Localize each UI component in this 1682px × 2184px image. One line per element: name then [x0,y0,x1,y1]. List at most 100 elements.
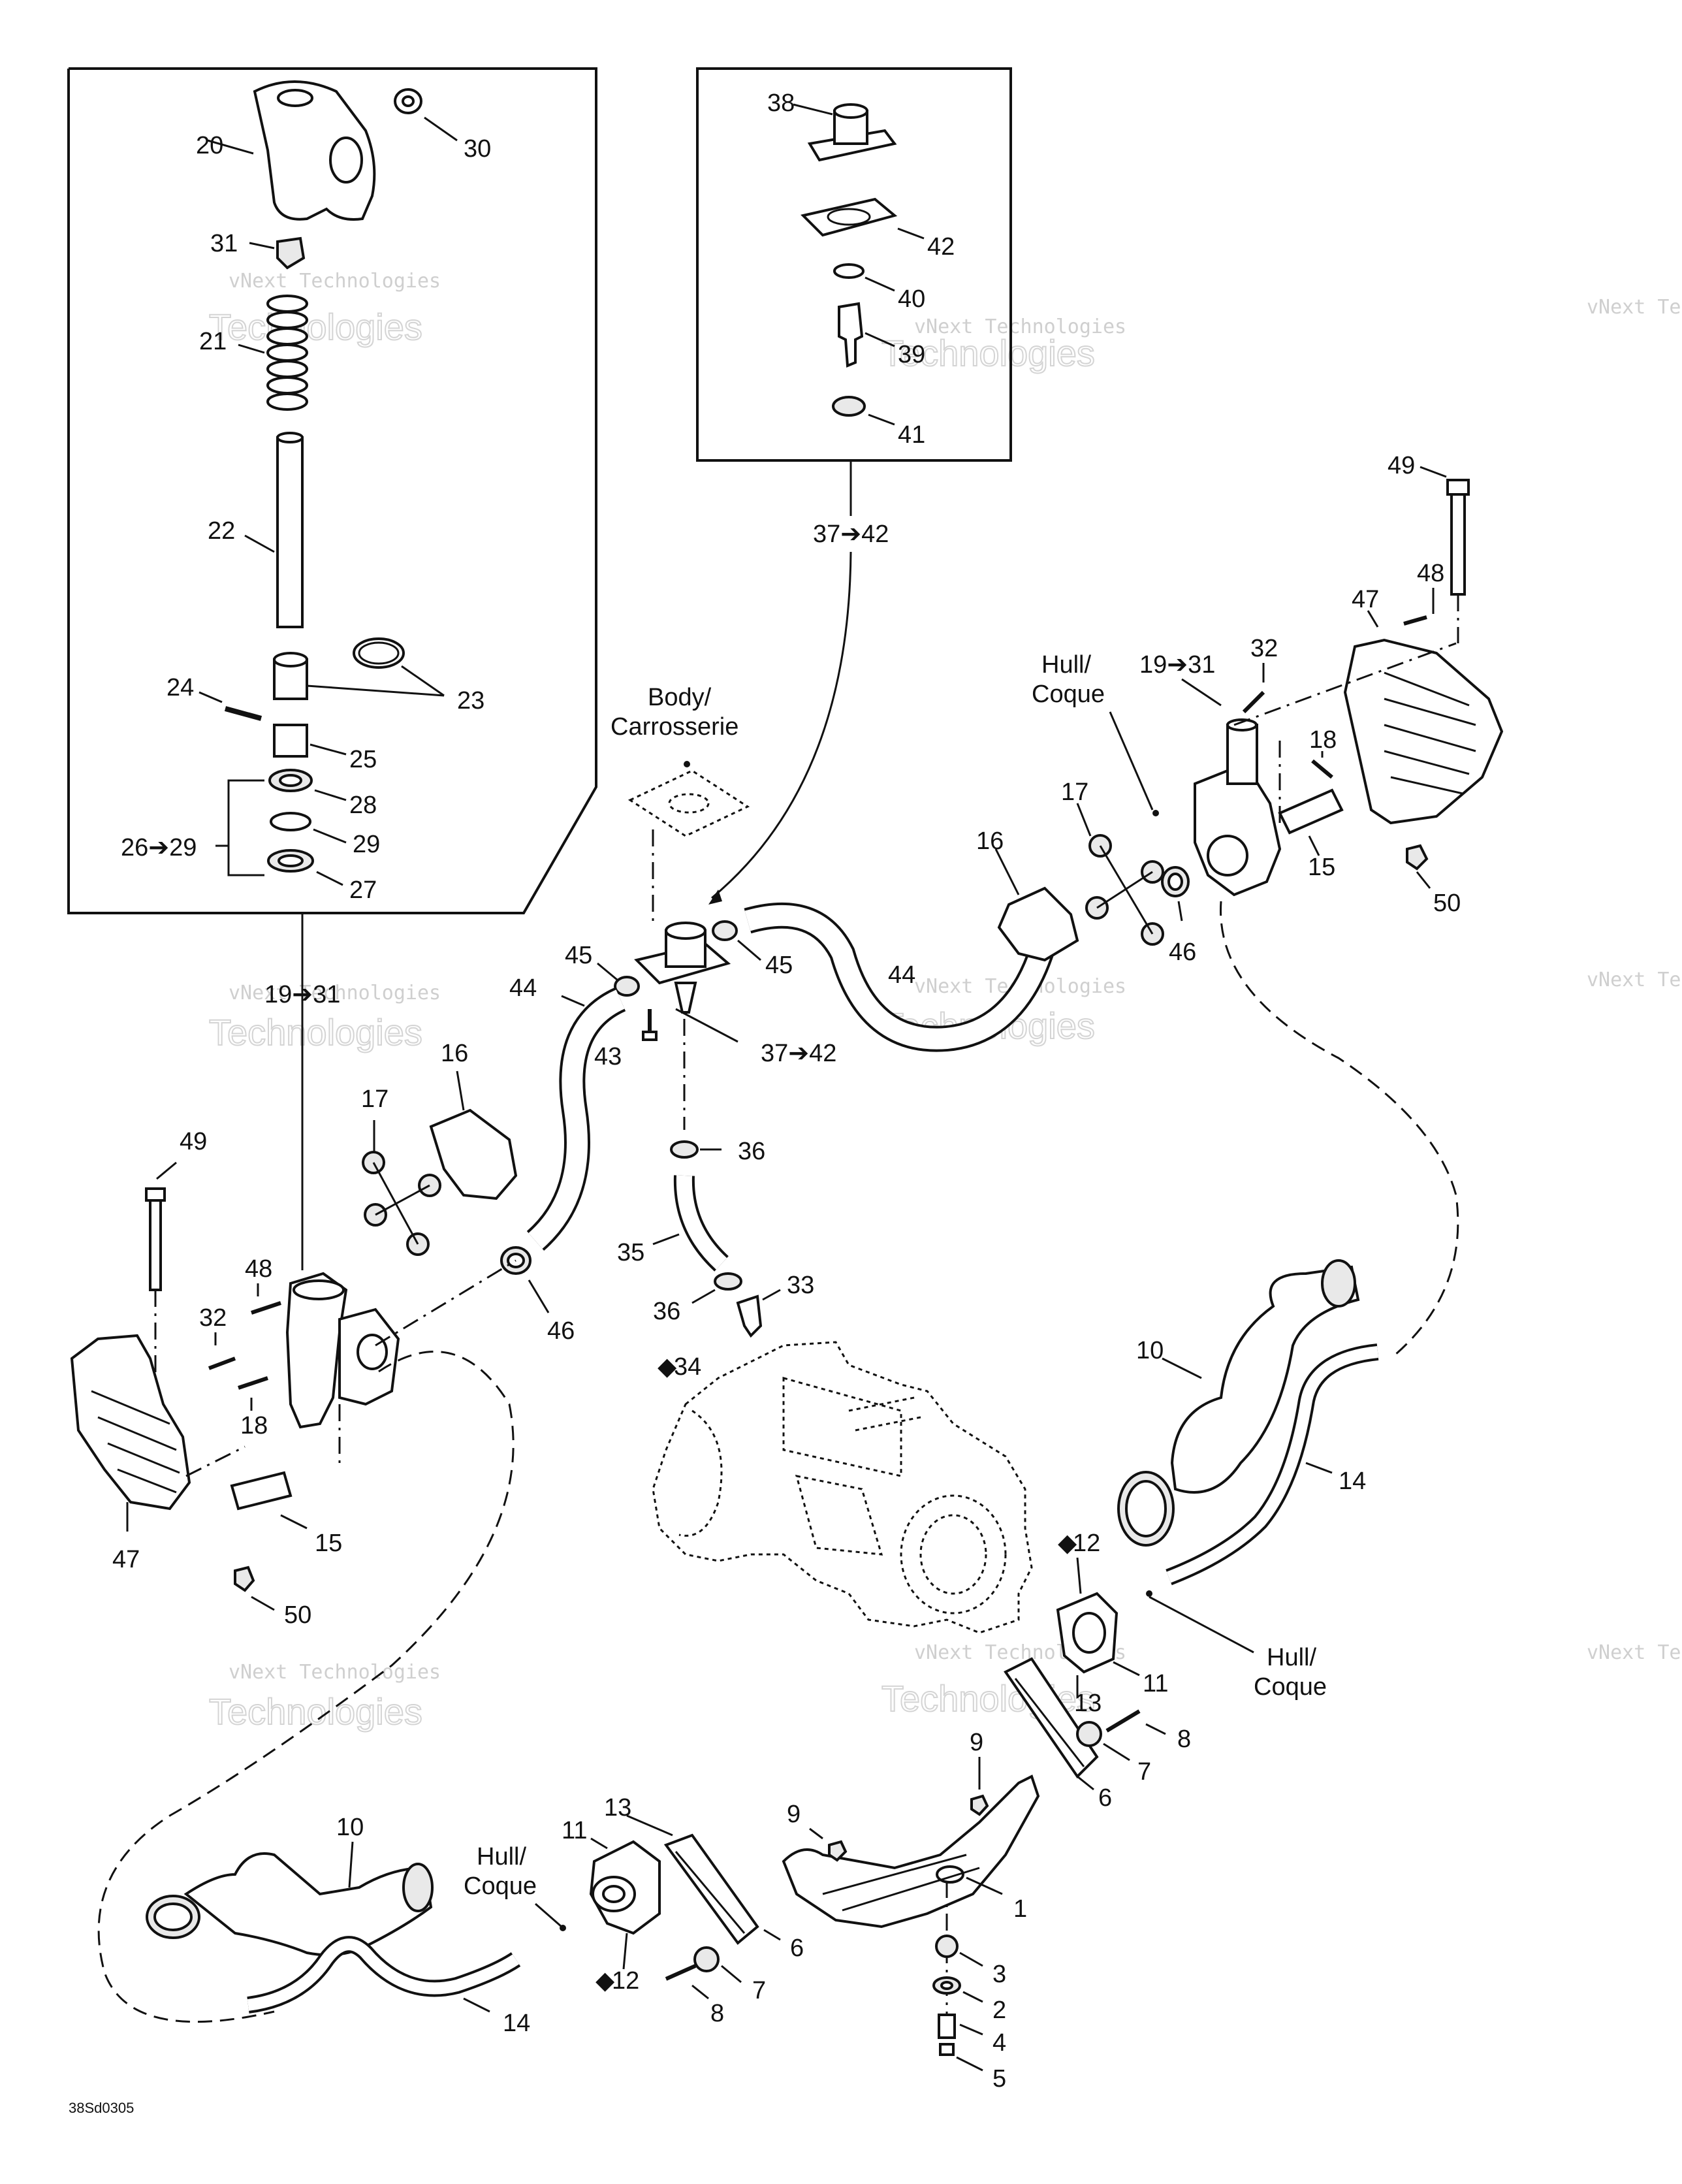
housing-bore [277,89,313,107]
callout-5: 5 [992,2065,1006,2093]
nut-9-left [828,1840,848,1862]
column-housing-20 [253,80,376,221]
callout-20: 20 [196,132,223,159]
fitting-45-right [712,920,738,941]
callout-18-left: 18 [240,1412,268,1439]
callout-32-right: 32 [1250,635,1278,662]
callout-21: 21 [199,328,227,355]
watermark: vNext Technologies [1587,969,1682,991]
housing-port [329,136,363,184]
callout-13-right: 13 [1074,1690,1102,1717]
watermark: vNext Technologies [914,315,1126,338]
callout-19-31-right: 19➔31 [1139,651,1215,679]
callout-14-left: 14 [503,2010,530,2037]
watermark: vNext Technologies [1587,296,1682,319]
hose-10-right [1170,1265,1360,1494]
body-plate [627,769,750,837]
callout-24: 24 [167,674,194,701]
watermark-large: Technologies [209,1012,422,1053]
seal-41 [832,396,866,417]
leader-37-42 [711,551,852,899]
callout-34: 34 [674,1353,701,1381]
shaft-15-left [230,1471,293,1511]
bushings-17-right [1085,834,1164,946]
hull-label-1-line1: Hull/ [1041,651,1091,679]
arm-6-left [663,1833,759,1945]
arm-16-right [997,886,1079,962]
figure-code: 38Sd0305 [69,2100,134,2116]
callout-39: 39 [898,341,925,368]
hull-label-1-line2: Coque [1032,681,1105,708]
pressure-switch-assembly [634,922,731,1014]
callout-35: 35 [617,1239,644,1266]
hull-label-3-line2: Coque [464,1872,537,1900]
bolt-32-left [208,1357,236,1370]
watermark: vNext Technologies [1587,1641,1682,1664]
bushing-3 [935,1935,959,1958]
callout-31: 31 [210,230,238,257]
callout-49-right: 49 [1388,452,1415,479]
callout-19-31-left: 19➔31 [264,981,340,1008]
bolt-8-right [1105,1709,1141,1733]
callout-38: 38 [767,89,795,117]
hull-label-2-line2: Coque [1254,1673,1327,1701]
watermark-large: Technologies [881,332,1095,374]
callout-23: 23 [457,687,484,715]
callout-25: 25 [349,746,377,773]
callout-9-left: 9 [787,1801,801,1828]
fitting-45-left [614,976,640,997]
callout-4: 4 [992,2029,1006,2057]
callout-30: 30 [464,135,491,163]
callout-46-left: 46 [547,1317,575,1345]
bolt-18-right [1311,759,1333,779]
cover-47-right [1343,638,1504,825]
jet-pump-housing [652,1341,1033,1634]
body-label-line2: Carrosserie [611,713,738,741]
bushings-17-left [362,1151,441,1256]
lube-symbol-34: ◆ [658,1353,677,1381]
callout-6-right: 6 [1098,1784,1112,1812]
callout-11-right: 11 [1143,1670,1168,1697]
callout-16-left: 16 [441,1040,468,1067]
bolt-49-left [149,1197,162,1291]
nut-50-left [234,1566,255,1592]
callout-27: 27 [349,876,377,904]
callout-29: 29 [353,831,380,858]
spline-sleeve-25 [273,724,308,758]
inset-frame-2 [696,67,1012,462]
callout-37-42-top: 37➔42 [813,521,889,548]
callout-3: 3 [992,1961,1006,1988]
callout-18-right: 18 [1309,726,1337,754]
bolt-8-left [665,1964,697,1981]
pin-24 [224,706,262,721]
callout-10-left: 10 [336,1814,364,1841]
callout-46-right: 46 [1169,939,1196,966]
bolt-5 [939,2043,955,2056]
callout-43: 43 [594,1043,622,1070]
callout-17-left: 17 [361,1085,389,1113]
bushing-4 [938,2014,956,2039]
shaft-15-right [1278,788,1344,835]
callout-10-right: 10 [1136,1337,1164,1364]
watermark: vNext Technologies [229,1661,441,1684]
callout-33: 33 [787,1272,814,1299]
callout-49-left: 49 [180,1128,207,1155]
callout-8-left: 8 [710,2000,724,2027]
inset-frame [67,67,597,914]
callout-36-top: 36 [738,1138,765,1165]
inset-steering-column: 20 30 31 21 22 2 [67,67,597,914]
watermark-large: Technologies [209,306,422,347]
o-ring-29 [270,812,311,831]
callout-32-left: 32 [199,1304,227,1332]
callout-36-bottom: 36 [653,1298,680,1325]
callout-41: 41 [898,421,925,449]
lube-symbol-12-right: ◆ [1058,1530,1077,1557]
callout-11-left: 11 [562,1817,587,1844]
arm-6-right [1004,1657,1099,1779]
callout-48-left: 48 [245,1255,272,1283]
callout-1: 1 [1013,1895,1027,1923]
body-label-line1: Body/ [648,684,712,711]
callout-6-left: 6 [790,1935,804,1962]
callout-26-29: 26➔29 [121,834,197,861]
bolt-48-left [251,1301,281,1315]
